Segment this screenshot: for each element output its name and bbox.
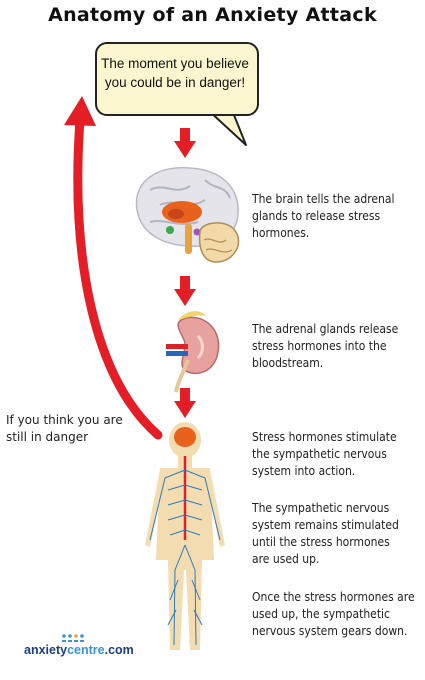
- bubble-line-1: The moment you believe: [101, 56, 249, 71]
- step-sympathetic-line-3: system into action.: [252, 464, 356, 478]
- step-stimulated-line-1: The sympathetic nervous: [252, 501, 390, 515]
- brain-illustration: [135, 166, 240, 263]
- nervous-system-illustration: [145, 422, 225, 650]
- down-arrow-2: [174, 276, 196, 306]
- logo-people-icon: [62, 634, 84, 642]
- step-adrenal-text: The adrenal glands release stress hormon…: [252, 321, 422, 372]
- step-sympathetic-line-1: Stress hormones stimulate: [252, 430, 397, 444]
- step-adrenal-line-2: stress hormones into the: [252, 339, 387, 353]
- step-stimulated-line-4: are used up.: [252, 552, 320, 566]
- step-brain-line-2: glands to release stress: [252, 209, 381, 223]
- step-stimulated-line-2: system remains stimulated: [252, 518, 399, 532]
- page-title: Anatomy of an Anxiety Attack: [48, 4, 377, 26]
- logo-part-com: .com: [104, 643, 134, 657]
- adrenal-gland-illustration: [166, 311, 220, 393]
- speech-bubble: [95, 42, 259, 116]
- down-arrow-3: [174, 388, 196, 418]
- step-sympathetic-line-2: the sympathetic nervous: [252, 447, 387, 461]
- loop-text: If you think you are still in danger: [6, 412, 136, 446]
- step-sympathetic-text: Stress hormones stimulate the sympatheti…: [252, 429, 422, 480]
- bubble-line-2: you could be in danger!: [104, 75, 246, 90]
- loop-arrow-head: [64, 96, 96, 126]
- step-gears-down-text: Once the stress hormones are used up, th…: [252, 589, 422, 640]
- speech-bubble-text: The moment you believe you could be in d…: [95, 54, 255, 92]
- logo-part-anxiety: anxiety: [24, 643, 68, 657]
- step-adrenal-line-3: bloodstream.: [252, 356, 324, 370]
- site-logo[interactable]: anxietycentre.com: [24, 643, 134, 657]
- step-stimulated-text: The sympathetic nervous system remains s…: [252, 500, 422, 568]
- step-brain-line-1: The brain tells the adrenal: [252, 192, 395, 206]
- loop-line-1: If you think you are: [6, 413, 123, 427]
- step-brain-text: The brain tells the adrenal glands to re…: [252, 191, 422, 242]
- step-adrenal-line-1: The adrenal glands release: [252, 322, 399, 336]
- step-gears-down-line-1: Once the stress hormones are: [252, 590, 415, 604]
- step-gears-down-line-2: used up, the sympathetic: [252, 607, 390, 621]
- step-stimulated-line-3: until the stress hormones: [252, 535, 390, 549]
- loop-arrow-line: [73, 115, 163, 440]
- logo-part-centre: centre: [67, 643, 105, 657]
- loop-line-2: still in danger: [6, 430, 89, 444]
- step-brain-line-3: hormones.: [252, 226, 310, 240]
- down-arrow-1: [174, 128, 196, 158]
- step-gears-down-line-3: nervous system gears down.: [252, 624, 408, 638]
